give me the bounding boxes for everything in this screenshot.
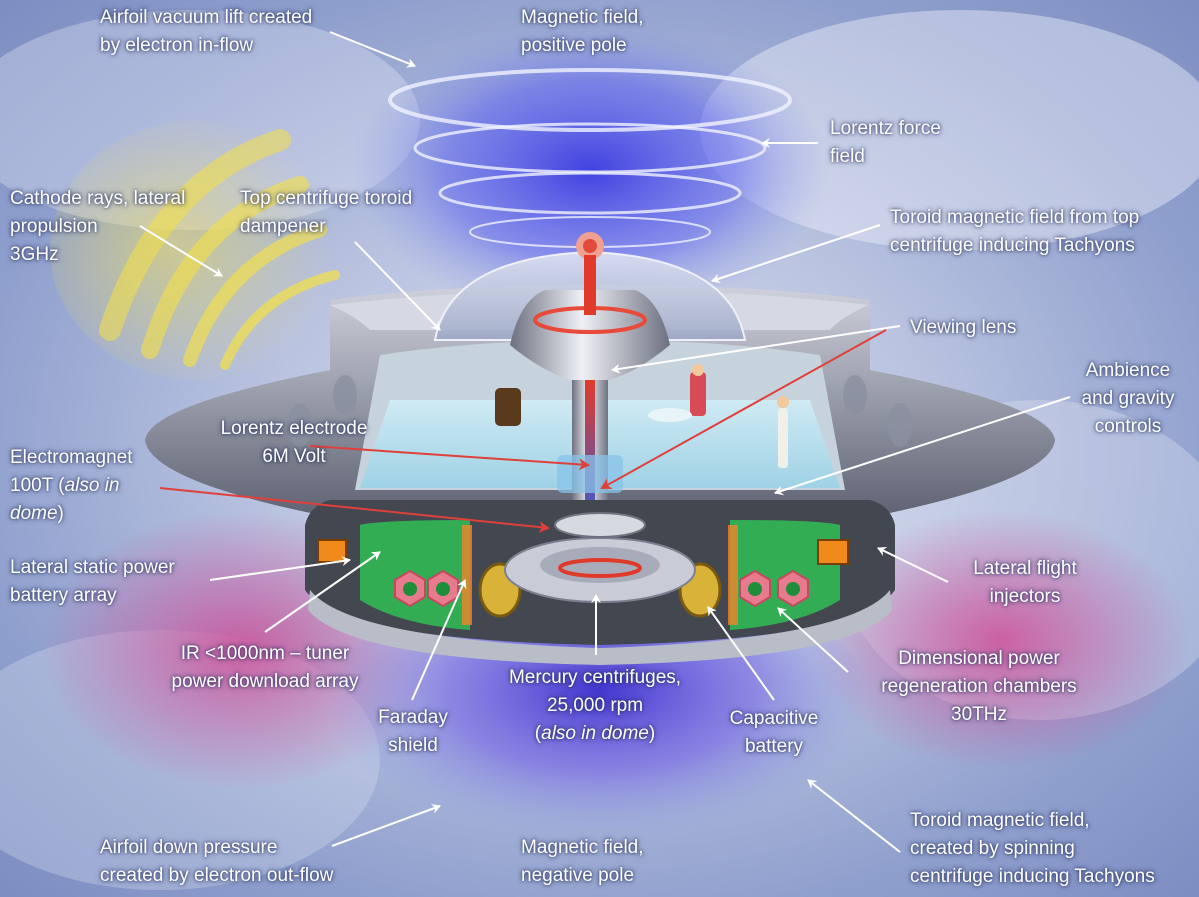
arrow-ir-tuner [264, 551, 381, 633]
engine-bay [305, 500, 895, 665]
arrow-faraday [411, 579, 467, 701]
arrow-airfoil-down [331, 804, 441, 847]
label-magnetic-negative: Magnetic field,negative pole [521, 837, 644, 886]
label-toroid-bottom: Toroid magnetic field,created by spinnin… [910, 810, 1155, 887]
annotation-arrows [139, 31, 1071, 853]
arrow-lateral-static [209, 556, 351, 581]
arrow-cathode-rays [139, 225, 223, 277]
arrow-airfoil-lift [329, 31, 416, 68]
label-magnetic-positive: Magnetic field,positive pole [521, 7, 644, 56]
arrow-toroid-bottom [807, 779, 901, 853]
label-viewing-lens: Viewing lens [910, 317, 1017, 338]
arrow-capacitive [707, 606, 775, 701]
top-magnetic-field-glow [350, 20, 830, 320]
arrow-toroid-top [711, 224, 881, 284]
label-mercury: Mercury centrifuges, 25,000 rpm (also in… [508, 667, 682, 744]
arrow-ambience [774, 396, 1071, 496]
arrow-dimensional [777, 607, 849, 673]
cathode-ray-arcs [50, 120, 350, 380]
arrow-viewing-lens [611, 325, 901, 374]
top-toroid-rings [388, 68, 792, 248]
magenta-glow-right [810, 510, 1190, 770]
arrow-lateral-flight [877, 546, 949, 583]
annotation-red-arrows [159, 329, 887, 534]
arrow-viewing-lens-red [600, 329, 887, 489]
arrow-lorentz-electrode [309, 445, 590, 471]
arrow-top-centrifuge [354, 241, 441, 331]
arrow-electromagnet [159, 487, 550, 534]
label-electromagnet: Electromagnet 100T (also in dome) [10, 447, 133, 524]
